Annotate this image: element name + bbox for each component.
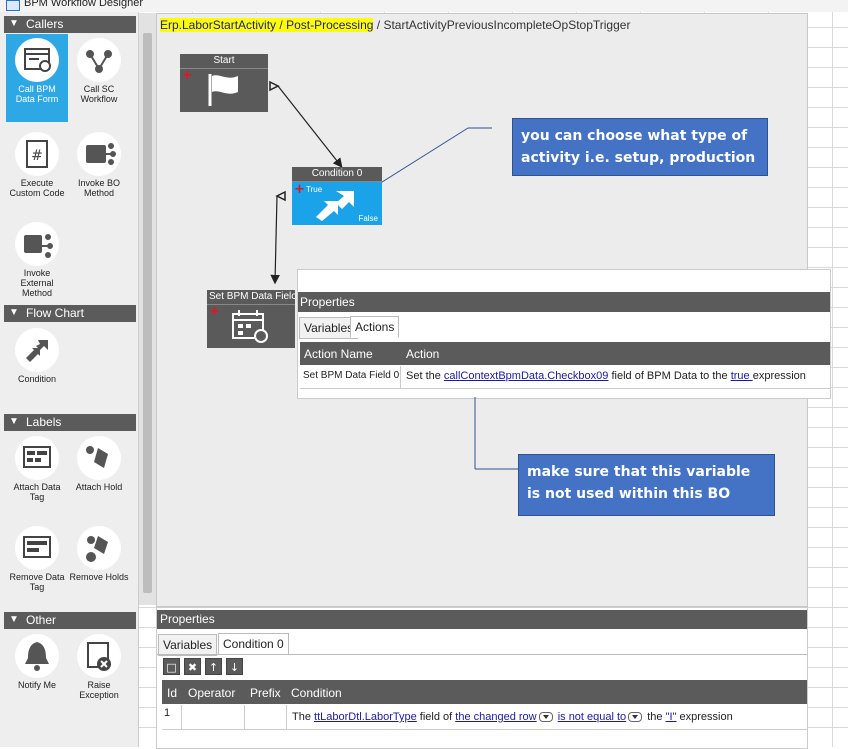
- calendar-icon: [232, 310, 268, 343]
- field-link[interactable]: callContextBpmData.Checkbox09: [443, 370, 609, 382]
- tool-remove-data-tag[interactable]: Remove Data Tag: [6, 522, 68, 592]
- plus-icon: +: [182, 68, 193, 83]
- breadcrumb-current: StartActivityPreviousIncompleteOpStopTri…: [383, 18, 631, 32]
- section-callers-header[interactable]: ▼ Callers: [4, 16, 136, 33]
- breadcrumb-link-directive[interactable]: Post-Processing: [286, 18, 374, 32]
- table-row[interactable]: 1 The ttLaborDtl.LaborType field of the …: [162, 705, 807, 730]
- breadcrumb: Erp.LaborStartActivity / Post-Processing…: [160, 18, 631, 32]
- node-condition[interactable]: Condition 0 + True False: [292, 167, 382, 225]
- move-down-icon[interactable]: ↓: [226, 658, 243, 675]
- callout-pointer-bottom: [474, 397, 520, 470]
- section-flowchart-header[interactable]: ▼ Flow Chart: [4, 305, 136, 322]
- attach-tag-icon: [23, 446, 51, 468]
- exception-icon: [87, 642, 111, 671]
- plus-icon: +: [209, 304, 220, 319]
- tool-invoke-external-method[interactable]: Invoke External Method: [6, 218, 68, 298]
- breadcrumb-link-method[interactable]: Erp.LaborStartActivity: [160, 18, 277, 32]
- section-labels-header[interactable]: ▼ Labels: [4, 414, 136, 431]
- tab-actions[interactable]: Actions: [350, 316, 400, 338]
- tool-attach-data-tag[interactable]: Attach Data Tag: [6, 432, 68, 502]
- tool-attach-hold[interactable]: Attach Hold: [68, 432, 130, 492]
- value-link[interactable]: "I": [665, 711, 677, 723]
- table-row[interactable]: Set BPM Data Field 0 Set the callContext…: [300, 366, 830, 389]
- chevron-down-icon: ▼: [9, 307, 19, 318]
- tool-invoke-bo-method[interactable]: Invoke BO Method: [68, 128, 130, 198]
- condition-icon: [316, 191, 354, 221]
- remove-hold-icon: [86, 536, 108, 562]
- node-set-bpm-data-field[interactable]: Set BPM Data Fielc +: [207, 290, 295, 348]
- chevron-down-icon[interactable]: [628, 712, 643, 723]
- condition-properties-panel: Properties Variables Condition 0 □ ✖ ↑ ↓…: [156, 607, 808, 749]
- svg-text:#: #: [31, 148, 43, 164]
- tool-call-bpm-data-form[interactable]: Call BPM Data Form: [6, 34, 68, 122]
- field-link[interactable]: ttLaborDtl.LaborType: [314, 711, 417, 723]
- chevron-down-icon: ▼: [9, 416, 19, 427]
- remove-tag-icon: [23, 536, 51, 558]
- actions-grid-header: Action Name Action: [300, 342, 830, 365]
- tool-execute-custom-code[interactable]: # Execute Custom Code: [6, 128, 68, 198]
- palette-scrollbar[interactable]: [138, 13, 156, 605]
- annotation-callout-top: you can choose what type of activity i.e…: [512, 118, 768, 176]
- plus-icon: +: [294, 182, 305, 197]
- new-icon[interactable]: □: [163, 658, 180, 675]
- properties-header: Properties: [160, 612, 215, 626]
- action-properties-panel: Properties Variables Actions Action Name…: [297, 269, 831, 399]
- bo-method-icon: [86, 143, 116, 165]
- tool-notify-me[interactable]: Notify Me: [6, 630, 68, 690]
- data-form-icon: [24, 48, 51, 72]
- workflow-icon: [86, 50, 112, 73]
- app-icon: [6, 0, 20, 11]
- move-up-icon[interactable]: ↑: [205, 658, 222, 675]
- chevron-down-icon[interactable]: [538, 712, 553, 723]
- annotation-callout-bottom: make sure that this variable is not used…: [518, 454, 775, 516]
- tool-call-sc-workflow[interactable]: Call SC Workflow: [68, 34, 130, 104]
- tool-palette: ▼ Callers Call BPM Data Form Call SC Wor…: [0, 12, 139, 747]
- chevron-down-icon: ▼: [9, 18, 19, 29]
- chevron-down-icon: ▼: [9, 614, 19, 625]
- section-other-header[interactable]: ▼ Other: [4, 612, 136, 629]
- delete-icon[interactable]: ✖: [184, 658, 201, 675]
- title-bar: BPM Workflow Designer: [0, 0, 848, 12]
- tool-remove-holds[interactable]: Remove Holds: [68, 522, 130, 582]
- tool-condition[interactable]: Condition: [6, 324, 68, 384]
- node-start[interactable]: Start +: [180, 54, 268, 112]
- conditions-grid-header: Id Operator Prefix Condition: [162, 680, 807, 704]
- hash-code-icon: #: [26, 140, 48, 168]
- connector-lines: [269, 80, 492, 285]
- tab-variables[interactable]: Variables: [158, 634, 218, 656]
- tab-variables[interactable]: Variables: [299, 317, 359, 339]
- window-title: BPM Workflow Designer: [24, 0, 143, 9]
- value-link[interactable]: true: [730, 370, 753, 382]
- tool-raise-exception[interactable]: Raise Exception: [68, 630, 130, 700]
- attach-hold-icon: [86, 446, 108, 468]
- external-method-icon: [24, 234, 53, 258]
- operator-link[interactable]: is not equal to: [557, 711, 627, 723]
- bell-icon: [25, 642, 49, 671]
- flag-icon: [208, 74, 238, 106]
- row-link[interactable]: the changed row: [455, 711, 537, 723]
- tab-condition-0[interactable]: Condition 0: [218, 633, 289, 655]
- properties-header: Properties: [300, 295, 355, 309]
- condition-icon: [26, 340, 48, 362]
